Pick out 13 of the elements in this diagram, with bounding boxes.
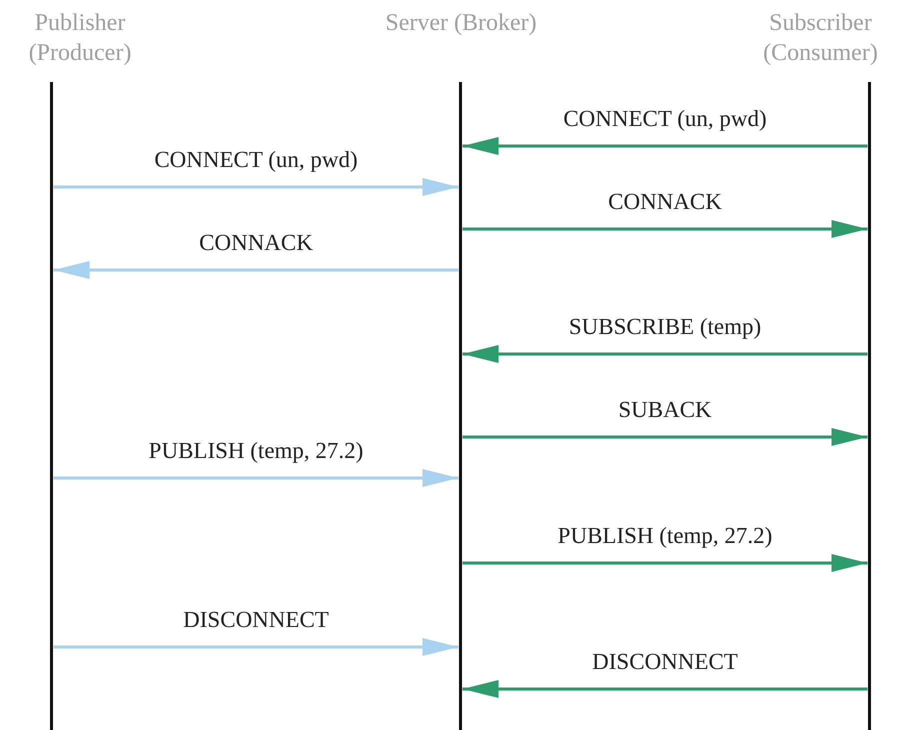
message-arrow [462, 680, 868, 698]
message-arrow [54, 261, 458, 279]
participant-name: Server (Broker) [384, 9, 538, 38]
message-arrow [54, 638, 458, 656]
message-arrow [54, 178, 458, 196]
participant-name: Subscriber (Consumer) [762, 9, 879, 68]
message-arrow [462, 220, 868, 238]
message-arrow [462, 137, 868, 155]
message-arrow [462, 428, 868, 446]
message-arrow [462, 554, 868, 572]
participant-name: Publisher (Producer) [28, 9, 132, 68]
message-arrow [462, 345, 868, 363]
message-arrow [54, 469, 458, 487]
